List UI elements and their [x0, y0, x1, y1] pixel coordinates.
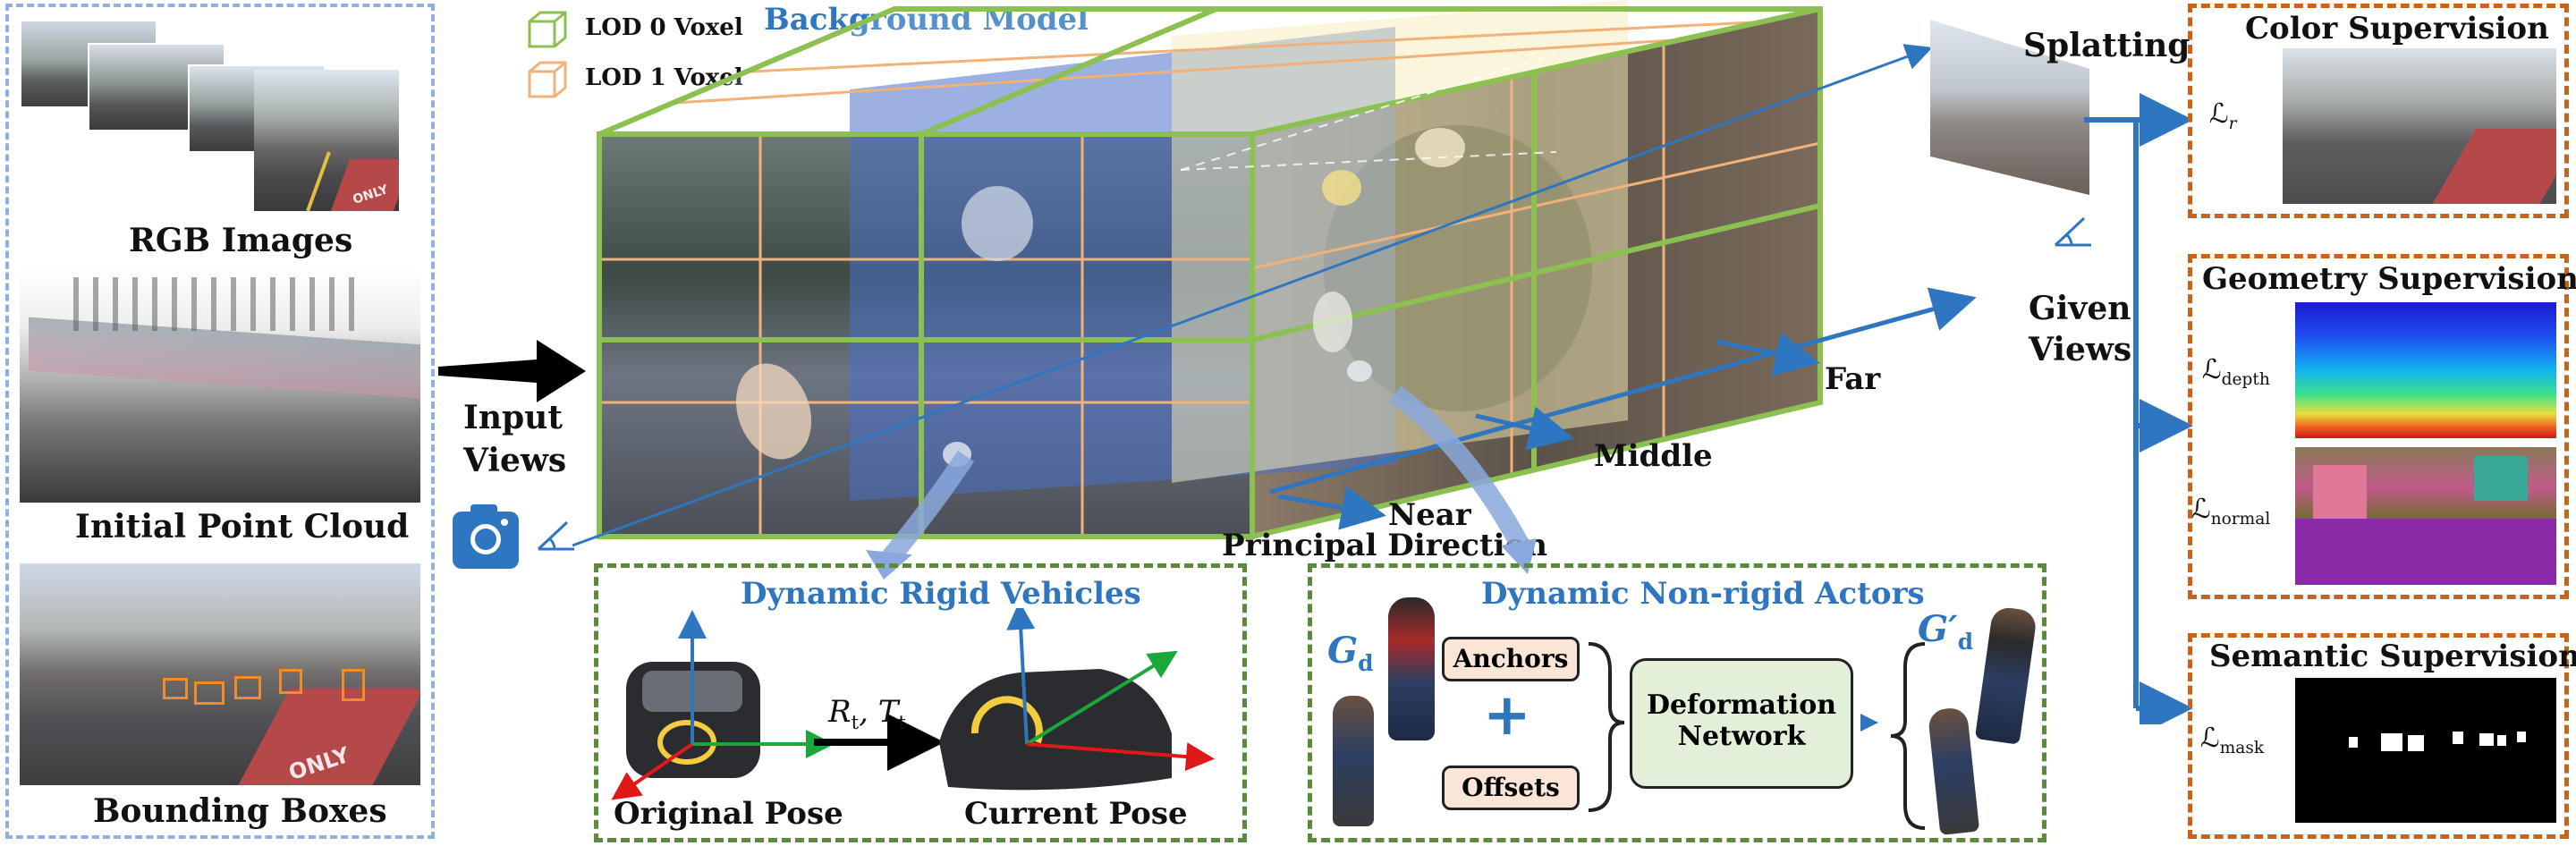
given-views-label-2: Views — [2029, 331, 2132, 368]
geometry-supervision-title: Geometry Supervision — [2202, 261, 2576, 297]
plus-sign: + — [1483, 682, 1531, 749]
offsets-label: Offsets — [1462, 773, 1560, 802]
principal-direction-arrows — [572, 44, 1977, 547]
splatting-label: Splatting — [2023, 27, 2190, 64]
dynamic-branch-arrows — [866, 385, 1537, 580]
semantic-supervision-panel — [2188, 633, 2569, 839]
depth-loss-label: ℒdepth — [2202, 354, 2270, 389]
bbox-3 — [234, 676, 261, 699]
input-views-label-2: Views — [463, 442, 567, 479]
color-supervision-title: Color Supervision — [2245, 11, 2549, 47]
view-angle-icon — [537, 520, 574, 551]
rgb-image-front: ONLY — [254, 70, 399, 211]
given-views-label-1: Given — [2029, 290, 2131, 327]
color-loss-label: ℒr — [2209, 98, 2237, 133]
bounding-boxes-label: Bounding Boxes — [93, 792, 387, 830]
camera-icon — [453, 504, 519, 569]
geometry-supervision-panel — [2188, 254, 2569, 599]
rigid-vehicles-panel — [594, 563, 1247, 842]
lod0-voxel-label: LOD 0 Voxel — [585, 14, 743, 41]
bbox-4 — [279, 669, 302, 694]
background-voxel-scene — [597, 0, 1823, 539]
rgb-images-label: RGB Images — [129, 222, 353, 259]
principal-direction-label: Principal Direction — [1222, 528, 1547, 563]
middle-label: Middle — [1594, 438, 1713, 474]
offsets-box[interactable]: Offsets — [1442, 766, 1580, 810]
anchors-label: Anchors — [1453, 644, 1569, 673]
original-pose-label: Original Pose — [614, 796, 843, 832]
current-pose-label: Current Pose — [964, 796, 1188, 832]
input-views-label-1: Input — [463, 399, 563, 436]
point-cloud-trees — [73, 277, 369, 331]
far-label: Far — [1825, 361, 1881, 397]
deformation-network-label-1: Deformation — [1646, 689, 1837, 721]
near-label: Near — [1388, 497, 1471, 533]
lod1-voxel-icon — [528, 61, 567, 98]
semantic-supervision-title: Semantic Supervision — [2209, 639, 2576, 674]
lane-line — [306, 151, 331, 211]
bbox-5 — [342, 669, 365, 701]
g-input-label: Gd — [1327, 630, 1374, 676]
deformation-network-label-2: Network — [1677, 721, 1806, 752]
point-cloud-image — [20, 268, 420, 503]
rigid-vehicles-title: Dynamic Rigid Vehicles — [741, 576, 1141, 612]
gaussian-6 — [1313, 292, 1352, 352]
gaussian-5 — [1322, 170, 1361, 206]
supervision-branch-arrows — [2084, 93, 2193, 724]
given-view-angle-icon — [2054, 216, 2091, 247]
transform-label: Rt, Tt — [828, 694, 906, 733]
input-arrow — [438, 340, 586, 402]
color-supervision-panel — [2188, 4, 2569, 218]
gaussian-7 — [1347, 360, 1372, 382]
bounding-boxes-image: ONLY — [20, 563, 420, 785]
pedestrian-2 — [1333, 696, 1374, 826]
mask-loss-label: ℒmask — [2200, 723, 2265, 757]
anchors-box[interactable]: Anchors — [1442, 637, 1580, 681]
g-output-label: G′d — [1918, 608, 1974, 655]
lod0-voxel-icon — [528, 11, 567, 48]
rigid-vehicles-diagram — [611, 608, 1215, 800]
gaussian-2 — [735, 363, 812, 460]
normal-map-image — [2295, 447, 2556, 585]
lod0-grid — [597, 6, 1823, 539]
pedestrian-1 — [1388, 597, 1435, 740]
output-brace — [1890, 642, 1926, 830]
input-panel — [5, 4, 435, 839]
nonrigid-actors-title: Dynamic Non-rigid Actors — [1481, 576, 1925, 612]
bbox-2 — [194, 681, 225, 705]
nonrigid-actors-panel — [1308, 563, 2046, 842]
bbox-1 — [163, 678, 188, 699]
normal-loss-label: ℒnormal — [2191, 494, 2271, 529]
color-supervision-image — [2283, 48, 2556, 204]
deformation-network-box[interactable]: Deformation Network — [1630, 658, 1853, 789]
depth-map-image — [2295, 302, 2556, 438]
mask-image — [2295, 678, 2556, 823]
point-cloud-label: Initial Point Cloud — [75, 508, 410, 546]
gaussian-1 — [962, 186, 1033, 261]
